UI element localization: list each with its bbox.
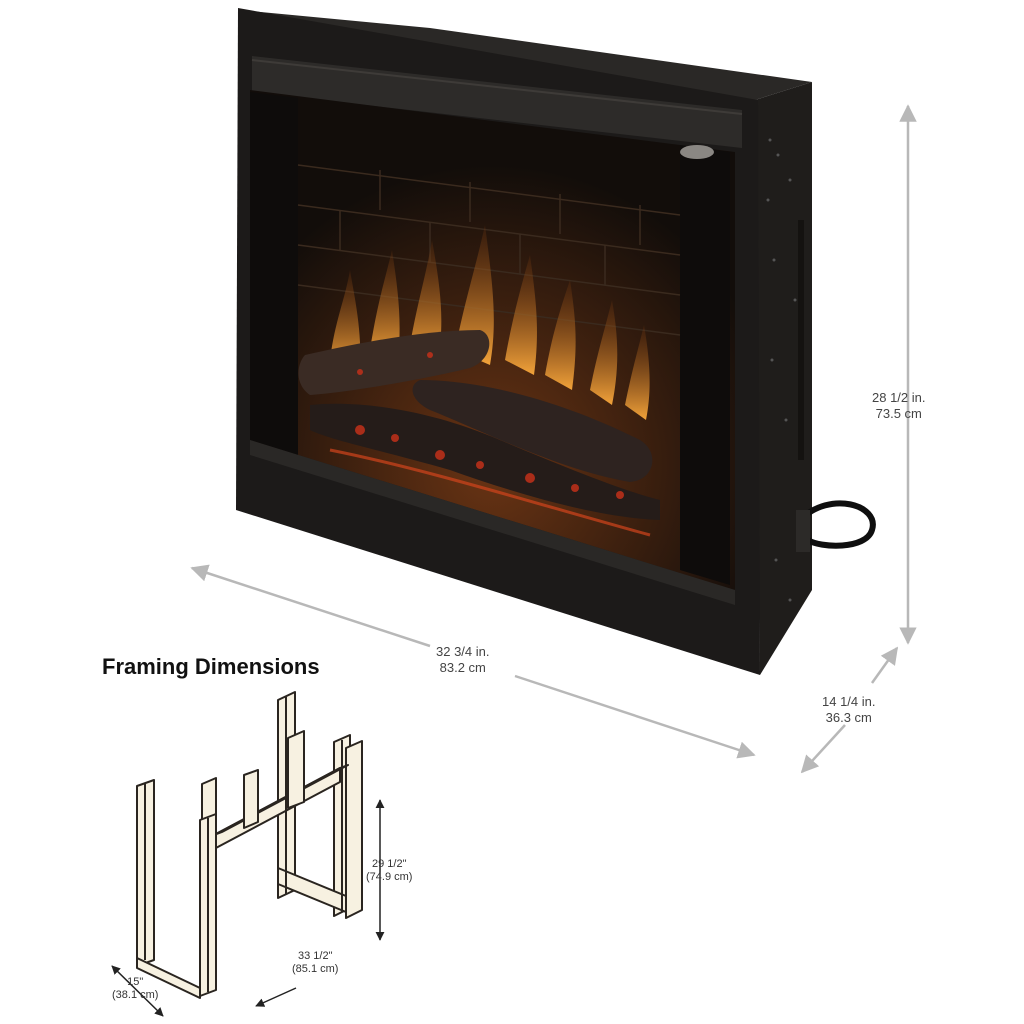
framing-title: Framing Dimensions — [102, 654, 320, 679]
power-plug — [796, 510, 810, 552]
width-dimension-arrow-right — [514, 674, 756, 759]
framing-depth-imperial: 15" — [127, 976, 144, 988]
framing-height-label: 29 1/2" (74.9 cm) — [366, 858, 412, 884]
height-label: 28 1/2 in. 73.5 cm — [872, 390, 926, 422]
depth-metric: 36.3 cm — [825, 710, 872, 725]
width-metric: 83.2 cm — [439, 660, 486, 675]
right-mesh-screen — [680, 145, 730, 585]
framing-width-imperial: 33 1/2" — [297, 950, 333, 962]
brand-badge-icon — [680, 145, 714, 159]
side-vent-holes — [766, 138, 797, 602]
framing-width-metric: (85.1 cm) — [292, 963, 339, 975]
framing-depth-arrow — [111, 965, 164, 1017]
height-imperial: 28 1/2 in. — [872, 390, 926, 405]
log-set — [298, 330, 660, 537]
framing-height-imperial: 29 1/2" — [371, 858, 407, 870]
top-louver — [252, 56, 742, 148]
depth-label: 14 1/4 in. 36.3 cm — [822, 694, 876, 726]
depth-imperial: 14 1/4 in. — [822, 694, 876, 709]
width-dimension-arrow-left — [190, 564, 431, 648]
depth-dimension-arrow-lower — [800, 724, 846, 774]
depth-dimension-arrow-upper — [870, 646, 899, 684]
side-channel — [798, 220, 804, 460]
framing-height-metric: (74.9 cm) — [366, 871, 413, 883]
width-label: 32 3/4 in. 83.2 cm — [436, 644, 490, 676]
framing-diagram — [136, 691, 363, 999]
firebox-brick-pattern — [297, 164, 681, 336]
framing-depth-metric: (38.1 cm) — [112, 989, 159, 1001]
framing-width-arrow — [255, 987, 297, 1007]
width-imperial: 32 3/4 in. — [436, 644, 490, 659]
fireplace-insert — [236, 8, 876, 675]
framing-width-label: 33 1/2" (85.1 cm) — [292, 950, 338, 976]
framing-depth-label: 15" (38.1 cm) — [112, 976, 158, 1002]
fireplace-top — [240, 10, 812, 100]
left-mesh-screen — [250, 92, 298, 455]
bottom-trim — [250, 440, 735, 605]
power-cord — [797, 500, 876, 549]
height-metric: 73.5 cm — [875, 406, 922, 421]
